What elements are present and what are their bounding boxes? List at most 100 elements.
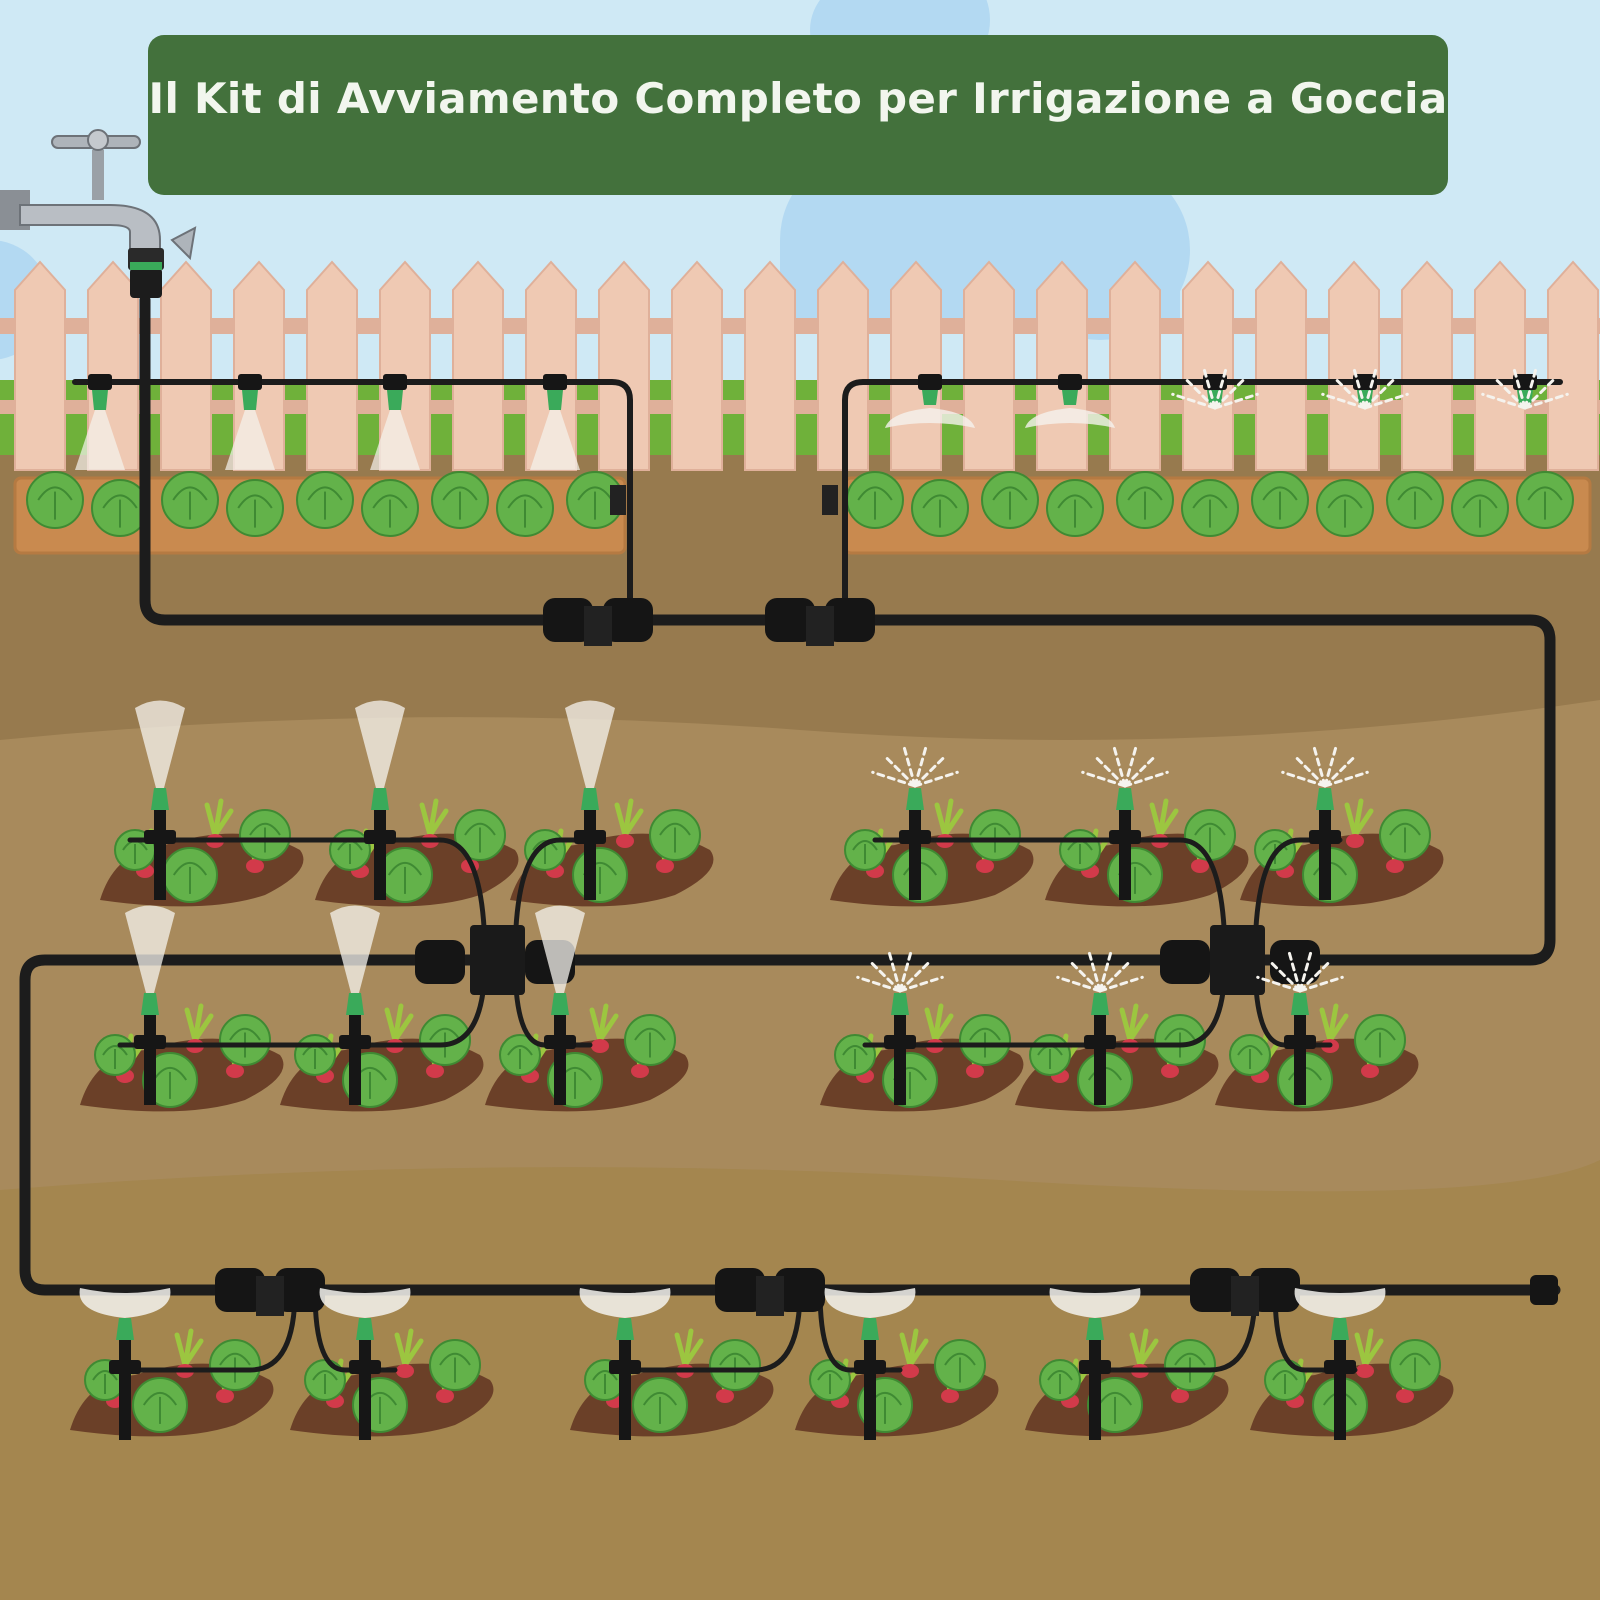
cabbage-icon: [969, 809, 1021, 861]
cabbage-icon: [226, 479, 284, 537]
cabbage-icon: [1229, 1034, 1271, 1076]
sprinkler-icon: [1079, 1318, 1111, 1440]
cabbage-icon: [419, 1014, 471, 1066]
cabbage-icon: [219, 1014, 271, 1066]
cabbage-icon: [361, 479, 419, 537]
planting-plot: [1025, 1328, 1229, 1437]
drip-nozzle-icon: [238, 374, 262, 410]
radish-icon: [394, 1328, 424, 1378]
cabbage-icon: [1116, 471, 1174, 529]
cabbage-icon: [239, 809, 291, 861]
page-title: Il Kit di Avviamento Completo per Irriga…: [148, 73, 1448, 123]
cabbage-icon: [882, 1052, 938, 1108]
cabbage-icon: [1039, 1359, 1081, 1401]
planting-plot: [280, 1003, 484, 1112]
upper-left-feed-pipe: [72, 379, 633, 623]
cabbage-icon: [162, 847, 218, 903]
cabbage-icon: [454, 809, 506, 861]
cabbage-icon: [304, 1359, 346, 1401]
cabbage-icon: [1354, 1014, 1406, 1066]
planting-plot: [290, 1328, 494, 1437]
cabbage-icon: [1264, 1359, 1306, 1401]
cabbage-icon: [1386, 471, 1444, 529]
drip-nozzle-icon: [1058, 374, 1082, 405]
cabbage-icon: [1379, 809, 1431, 861]
planting-plot: [1215, 1003, 1419, 1112]
cabbage-icon: [429, 1339, 481, 1391]
sprinkler-icon: [1309, 788, 1341, 900]
cabbage-icon: [632, 1377, 688, 1433]
sprinkler-icon: [574, 788, 606, 900]
sprinkler-icon: [109, 1318, 141, 1440]
cabbage-icon: [94, 1034, 136, 1076]
cabbage-icon: [1029, 1034, 1071, 1076]
cabbage-icon: [566, 471, 624, 529]
cabbage-icon: [142, 1052, 198, 1108]
cabbage-icon: [572, 847, 628, 903]
cabbage-icon: [624, 1014, 676, 1066]
cabbage-icon: [1181, 479, 1239, 537]
sprinkler-icon: [609, 1318, 641, 1440]
sprinkler-icon: [884, 993, 916, 1105]
cabbage-icon: [496, 479, 554, 537]
cabbage-icon: [1164, 1339, 1216, 1391]
cabbage-icon: [209, 1339, 261, 1391]
cabbage-icon: [132, 1377, 188, 1433]
drip-nozzle-icon: [918, 374, 942, 405]
tee-connector-icon: [215, 485, 1320, 1316]
radish-icon: [614, 798, 644, 848]
sprinkler-icon: [134, 993, 166, 1105]
pipe-network: [19, 294, 1563, 1373]
cabbage-icon: [934, 1339, 986, 1391]
sprinkler-set: [75, 367, 1569, 1440]
tap-icon: [0, 129, 197, 298]
cabbage-icon: [1154, 1014, 1206, 1066]
sprinkler-icon: [1284, 993, 1316, 1105]
cabbage-icon: [1184, 809, 1236, 861]
cabbage-icon: [1389, 1339, 1441, 1391]
cabbage-icon: [431, 471, 489, 529]
cabbage-icon: [981, 471, 1039, 529]
cabbage-icon: [834, 1034, 876, 1076]
sprinkler-icon: [1324, 1318, 1356, 1440]
sprinkler-icon: [854, 1318, 886, 1440]
drip-nozzle-icon: [383, 374, 407, 410]
cabbage-icon: [499, 1034, 541, 1076]
planting-plot: [100, 798, 304, 907]
cabbage-icon: [959, 1014, 1011, 1066]
drip-nozzle-icon: [88, 374, 112, 410]
cabbage-icon: [1059, 829, 1101, 871]
end-cap-icon: [1530, 1275, 1558, 1305]
cabbage-icon: [1107, 847, 1163, 903]
sprinkler-icon: [899, 788, 931, 900]
drip-nozzle-icon: [543, 374, 567, 410]
planting-plot: [1250, 1328, 1454, 1437]
cabbage-icon: [1316, 479, 1374, 537]
cabbage-icon: [296, 471, 354, 529]
radish-icon: [589, 1003, 619, 1053]
sprinkler-icon: [339, 993, 371, 1105]
radish-icon: [1354, 1328, 1384, 1378]
planting-plot: [510, 798, 714, 907]
radish-icon: [899, 1328, 929, 1378]
cabbage-icon: [1451, 479, 1509, 537]
radish-icon: [1344, 798, 1374, 848]
cabbage-icon: [1516, 471, 1574, 529]
sprinkler-icon: [364, 788, 396, 900]
top-cabbage-row: [26, 471, 1574, 537]
cabbage-icon: [26, 471, 84, 529]
sprinkler-icon: [144, 788, 176, 900]
sprinkler-icon: [349, 1318, 381, 1440]
cabbage-icon: [911, 479, 969, 537]
field-plots: [70, 798, 1454, 1437]
sprinkler-icon: [1084, 993, 1116, 1105]
title-banner: Il Kit di Avviamento Completo per Irriga…: [148, 35, 1448, 195]
main-supply-pipe: [19, 294, 1561, 1296]
cabbage-icon: [1046, 479, 1104, 537]
sprinkler-icon: [544, 993, 576, 1105]
cabbage-icon: [846, 471, 904, 529]
sprinkler-icon: [1109, 788, 1141, 900]
cabbage-icon: [709, 1339, 761, 1391]
cabbage-icon: [844, 829, 886, 871]
